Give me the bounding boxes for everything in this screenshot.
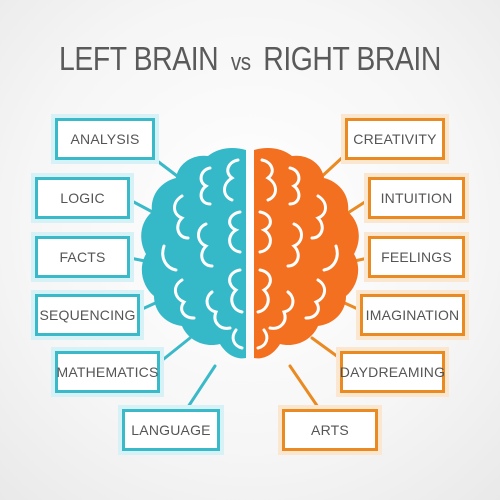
- label-sequencing: SEQUENCING: [35, 294, 140, 336]
- label-logic: LOGIC: [35, 177, 130, 219]
- title-left: LEFT BRAIN: [59, 40, 219, 77]
- right-brain-folds: [256, 158, 339, 350]
- connector-mathematics: [158, 336, 192, 364]
- title-right: RIGHT BRAIN: [263, 40, 441, 77]
- right-brain-shape: [254, 148, 359, 359]
- connector-language: [184, 364, 217, 412]
- label-daydreaming: DAYDREAMING: [340, 351, 445, 393]
- label-feelings: FEELINGS: [368, 236, 465, 278]
- label-facts: FACTS: [35, 236, 130, 278]
- label-analysis: ANALYSIS: [55, 118, 155, 160]
- page-title: LEFT BRAIN vs RIGHT BRAIN: [35, 40, 465, 78]
- label-language: LANGUAGE: [122, 409, 220, 451]
- label-intuition: INTUITION: [368, 177, 465, 219]
- label-mathematics: MATHEMATICS: [55, 351, 160, 393]
- right-hemisphere: [254, 148, 359, 359]
- connector-arts: [288, 364, 322, 412]
- title-vs: vs: [230, 49, 251, 76]
- left-brain-folds: [161, 158, 244, 350]
- left-hemisphere: [141, 148, 246, 359]
- left-brain-shape: [141, 148, 246, 359]
- label-imagination: IMAGINATION: [360, 294, 465, 336]
- connector-daydreaming: [310, 336, 347, 364]
- label-creativity: CREATIVITY: [345, 118, 445, 160]
- label-arts: ARTS: [282, 409, 378, 451]
